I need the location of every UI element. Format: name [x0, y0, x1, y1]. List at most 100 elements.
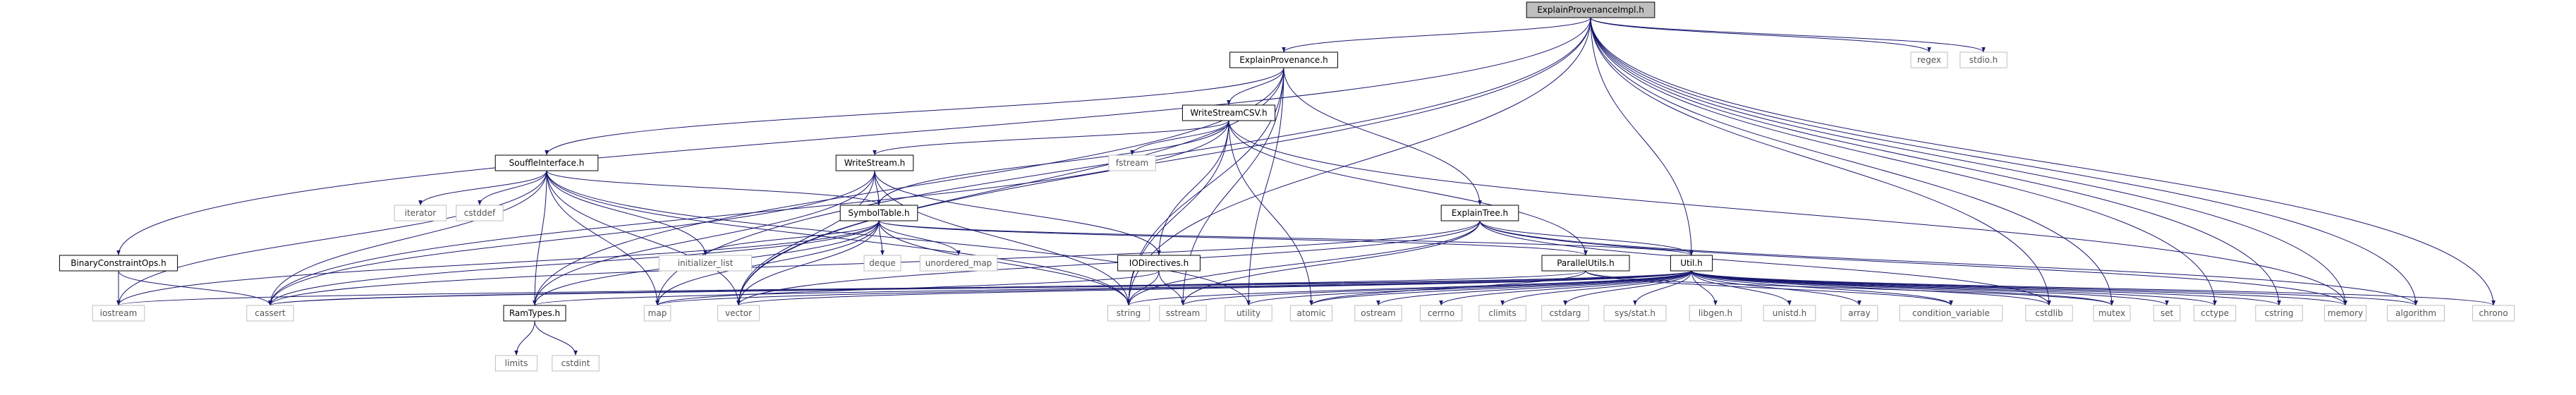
edge-util-h-to-cctype	[1691, 270, 2217, 306]
node-label: map	[648, 308, 667, 318]
node-chrono[interactable]: chrono	[2472, 305, 2515, 322]
node-memory[interactable]: memory	[2323, 305, 2367, 322]
node-label: array	[1848, 308, 1870, 318]
node-regex[interactable]: regex	[1910, 51, 1948, 68]
node-writestreamcsv-h[interactable]: WriteStreamCSV.h	[1181, 104, 1276, 121]
node-atomic[interactable]: atomic	[1289, 305, 1333, 322]
node-cstring[interactable]: cstring	[2255, 305, 2303, 322]
node-binaryconstraintops-h[interactable]: BinaryConstraintOps.h	[59, 255, 178, 272]
node-cctype[interactable]: cctype	[2193, 305, 2237, 322]
edge-explainprovenanceimpl-h-to-cctype	[1590, 17, 2217, 306]
node-box	[503, 305, 566, 322]
node-label: algorithm	[2395, 308, 2436, 318]
node-explaintree-h[interactable]: ExplainTree.h	[1440, 205, 1519, 221]
node-box	[2093, 305, 2131, 322]
node-box	[2255, 305, 2303, 322]
node-label: cctype	[2201, 308, 2229, 318]
node-libgen-h[interactable]: libgen.h	[1689, 305, 1742, 322]
node-deque[interactable]: deque	[863, 255, 901, 272]
node-climits[interactable]: climits	[1478, 305, 1526, 322]
node-label: sstream	[1166, 308, 1200, 318]
node-box	[1107, 305, 1150, 322]
node-box	[658, 255, 753, 272]
node-algorithm[interactable]: algorithm	[2387, 305, 2445, 322]
edge-util-h-to-array	[1691, 270, 1861, 306]
node-box	[717, 305, 760, 322]
edge-explainprovenance-h-to-souffleinterface-h	[545, 67, 1284, 156]
node-box	[2193, 305, 2237, 322]
edge-explainprovenanceimpl-h-to-regex	[1590, 17, 1931, 53]
node-map[interactable]: map	[643, 305, 672, 322]
node-iterator[interactable]: iterator	[394, 205, 447, 221]
edge-util-h-to-chrono	[1691, 270, 2496, 306]
edge-util-h-to-cassert	[268, 270, 1692, 306]
node-fstream[interactable]: fstream	[1108, 154, 1156, 171]
node-label: cstdlib	[2035, 308, 2062, 318]
node-writestream-h[interactable]: WriteStream.h	[835, 154, 914, 171]
node-parallelutils-h[interactable]: ParallelUtils.h	[1541, 255, 1630, 272]
node-cstddef[interactable]: cstddef	[456, 205, 504, 221]
edge-explainprovenanceimpl-h-to-util-h	[1590, 17, 1694, 256]
node-label: deque	[869, 258, 896, 268]
node-set[interactable]: set	[2153, 305, 2181, 322]
node-util-h[interactable]: Util.h	[1670, 255, 1713, 272]
edge-explaintree-h-to-string	[1126, 220, 1481, 306]
node-souffleinterface-h[interactable]: SouffleInterface.h	[494, 154, 599, 171]
node-string[interactable]: string	[1107, 305, 1150, 322]
node-mutex[interactable]: mutex	[2093, 305, 2131, 322]
node-explainprovenance-h[interactable]: ExplainProvenance.h	[1229, 51, 1338, 68]
node-label: WriteStreamCSV.h	[1190, 108, 1267, 118]
node-ramtypes-h[interactable]: RamTypes.h	[503, 305, 566, 322]
node-cerrno[interactable]: cerrno	[1419, 305, 1463, 322]
edge-util-h-to-mutex	[1691, 270, 2114, 306]
edge-explainprovenanceimpl-h-to-algorithm	[1590, 17, 2418, 306]
node-cassert[interactable]: cassert	[246, 305, 294, 322]
node-label: cstdarg	[1550, 308, 1581, 318]
node-label: SouffleInterface.h	[509, 158, 585, 168]
node-label: condition_variable	[1912, 308, 1990, 318]
node-label: limits	[505, 358, 528, 368]
node-cstdarg[interactable]: cstdarg	[1541, 305, 1589, 322]
edge-util-h-to-memory	[1691, 270, 2347, 306]
node-cstdint[interactable]: cstdint	[552, 355, 600, 372]
node-label: cstddef	[464, 208, 496, 218]
edge-explainprovenanceimpl-h-to-cstring	[1590, 17, 2281, 306]
node-box	[1960, 51, 2007, 68]
node-box	[1899, 305, 2003, 322]
node-stdio-h[interactable]: stdio.h	[1960, 51, 2007, 68]
node-label: libgen.h	[1699, 308, 1732, 318]
node-condition-variable[interactable]: condition_variable	[1899, 305, 2003, 322]
node-vector[interactable]: vector	[717, 305, 760, 322]
node-label: utility	[1237, 308, 1260, 318]
node-array[interactable]: array	[1840, 305, 1878, 322]
node-label: unistd.h	[1773, 308, 1807, 318]
node-utility[interactable]: utility	[1225, 305, 1272, 322]
node-unistd-h[interactable]: unistd.h	[1763, 305, 1816, 322]
node-label: WriteStream.h	[844, 158, 906, 168]
node-iostream[interactable]: iostream	[92, 305, 145, 322]
node-symboltable-h[interactable]: SymbolTable.h	[839, 205, 918, 221]
node-initializer-list[interactable]: initializer_list	[658, 255, 753, 272]
node-box	[1108, 154, 1156, 171]
node-box	[1526, 1, 1655, 18]
node-sstream[interactable]: sstream	[1159, 305, 1207, 322]
node-unordered-map[interactable]: unordered_map	[919, 255, 998, 272]
node-box	[1910, 51, 1948, 68]
node-label: mutex	[2098, 308, 2125, 318]
node-cstdlib[interactable]: cstdlib	[2025, 305, 2073, 322]
edge-symboltable-h-to-iostream	[116, 220, 880, 306]
edge-util-h-to-vector	[736, 270, 1692, 306]
node-sys-stat-h[interactable]: sys/stat.h	[1603, 305, 1667, 322]
edge-explaintree-h-to-sstream	[1181, 220, 1481, 306]
edge-explainprovenanceimpl-h-to-stdio-h	[1590, 17, 1986, 53]
edge-writestream-h-to-iodirectives-h	[874, 170, 1161, 256]
node-iodirectives-h[interactable]: IODirectives.h	[1117, 255, 1201, 272]
node-box	[246, 305, 294, 322]
edge-util-h-to-libgen-h	[1691, 270, 1718, 306]
edge-writestreamcsv-h-to-string	[1126, 120, 1229, 306]
node-explainprovenanceimpl-h[interactable]: ExplainProvenanceImpl.h	[1526, 1, 1655, 18]
edge-explainprovenanceimpl-h-to-cstdlib	[1590, 17, 2051, 306]
node-ostream[interactable]: ostream	[1354, 305, 1402, 322]
edge-explaintree-h-to-memory	[1479, 220, 2347, 306]
node-limits[interactable]: limits	[494, 355, 538, 372]
